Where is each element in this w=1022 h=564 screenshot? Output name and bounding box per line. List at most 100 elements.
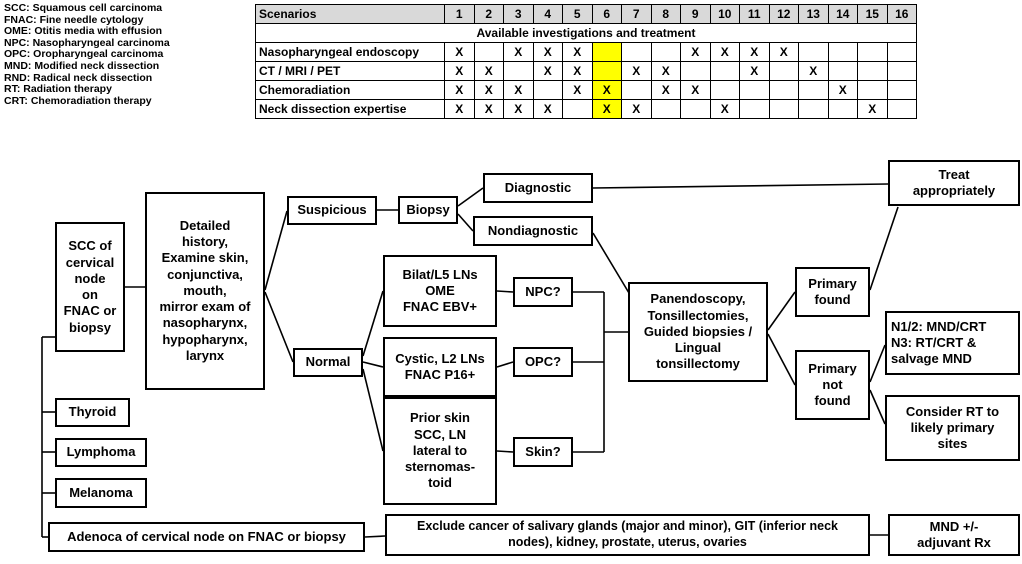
scenario-cell <box>886 99 917 119</box>
node-scc-cervical-node: SCC of cervical node on FNAC or biopsy <box>55 222 125 352</box>
scenario-cell: X <box>709 42 740 62</box>
scenario-cell <box>503 61 534 81</box>
scenario-cell: X <box>798 61 829 81</box>
connector-line <box>362 290 384 357</box>
scenario-number: 4 <box>532 4 563 24</box>
available-investigations-label: Available investigations and treatment <box>255 23 917 43</box>
legend-item: CRT: Chemoradiation therapy <box>4 94 152 107</box>
node-melanoma: Melanoma <box>55 478 147 508</box>
scenario-cell <box>886 80 917 100</box>
node-panendoscopy: Panendoscopy, Tonsillectomies, Guided bi… <box>628 282 768 382</box>
connector-line <box>767 291 796 331</box>
scenario-cell: X <box>621 99 652 119</box>
legend-item: NPC: Nasopharyngeal carcinoma <box>4 36 170 49</box>
scenario-cell <box>709 80 740 100</box>
scenario-cell: X <box>739 42 770 62</box>
scenario-number: 9 <box>680 4 711 24</box>
scenario-number: 13 <box>798 4 829 24</box>
scenario-number: 6 <box>591 4 622 24</box>
node-primary-not-found: Primary not found <box>795 350 870 420</box>
connector-line <box>264 291 294 363</box>
scenario-cell: X <box>503 80 534 100</box>
scenario-cell <box>591 42 622 62</box>
scenario-cell <box>798 99 829 119</box>
node-detailed-history: Detailed history, Examine skin, conjunct… <box>145 192 265 390</box>
connector-line <box>364 535 386 538</box>
node-normal: Normal <box>293 348 363 377</box>
connector-line <box>767 333 796 386</box>
scenario-cell <box>739 99 770 119</box>
connector-line <box>869 389 886 425</box>
connector-line <box>496 450 514 453</box>
connector-line <box>869 206 899 291</box>
node-treat-appropriately: Treat appropriately <box>888 160 1020 206</box>
scenario-number: 11 <box>739 4 770 24</box>
connector-line <box>496 361 514 368</box>
scenario-cell <box>827 42 858 62</box>
scenario-cell <box>857 80 888 100</box>
connector-line <box>362 368 384 452</box>
scenario-cell <box>827 99 858 119</box>
connector-line <box>592 232 633 299</box>
scenario-cell: X <box>739 61 770 81</box>
node-thyroid: Thyroid <box>55 398 130 427</box>
scenario-cell <box>798 42 829 62</box>
scenario-cell <box>768 99 799 119</box>
scenario-number: 10 <box>709 4 740 24</box>
legend-item: SCC: Squamous cell carcinoma <box>4 2 163 14</box>
scenario-cell <box>473 42 504 62</box>
scenario-number: 15 <box>857 4 888 24</box>
scenario-cell <box>739 80 770 100</box>
connector-line <box>457 213 474 232</box>
node-nondiagnostic: Nondiagnostic <box>473 216 593 246</box>
scenario-cell <box>680 61 711 81</box>
scenario-cell <box>680 99 711 119</box>
scenario-cell: X <box>709 99 740 119</box>
scenario-cell <box>857 42 888 62</box>
node-cystic-l2-lns: Cystic, L2 LNs FNAC P16+ <box>383 337 497 397</box>
scenario-cell: X <box>562 61 593 81</box>
node-biopsy: Biopsy <box>398 196 458 224</box>
scenario-cell <box>650 42 681 62</box>
scenario-cell: X <box>444 99 475 119</box>
scenario-cell <box>827 61 858 81</box>
scenario-cell <box>562 99 593 119</box>
scenario-number: 8 <box>650 4 681 24</box>
investigation-label: Nasopharyngeal endoscopy <box>255 42 445 62</box>
scenario-cell: X <box>473 99 504 119</box>
node-consider-rt: Consider RT to likely primary sites <box>885 395 1020 461</box>
scenario-cell: X <box>532 42 563 62</box>
node-primary-found: Primary found <box>795 267 870 317</box>
scenario-cell: X <box>621 61 652 81</box>
node-bilat-l5-lns: Bilat/L5 LNs OME FNAC EBV+ <box>383 255 497 327</box>
connector-line <box>496 290 514 293</box>
scenario-cell: X <box>444 42 475 62</box>
scenario-cell <box>621 80 652 100</box>
scenario-cell <box>886 61 917 81</box>
scenario-cell: X <box>680 80 711 100</box>
scenario-cell: X <box>827 80 858 100</box>
scenario-number: 12 <box>768 4 799 24</box>
investigation-label: Chemoradiation <box>255 80 445 100</box>
node-exclude-other-cancers: Exclude cancer of salivary glands (major… <box>385 514 870 556</box>
scenario-cell: X <box>591 80 622 100</box>
scenario-cell: X <box>444 80 475 100</box>
scenario-cell <box>886 42 917 62</box>
connector-line <box>362 361 384 368</box>
node-opc-question: OPC? <box>513 347 573 377</box>
connector-line <box>869 344 886 383</box>
scenario-cell <box>621 42 652 62</box>
scenario-cell: X <box>503 42 534 62</box>
scenario-cell <box>532 80 563 100</box>
scenario-cell: X <box>562 42 593 62</box>
node-adenoca: Adenoca of cervical node on FNAC or biop… <box>48 522 365 552</box>
scenario-number: 16 <box>886 4 917 24</box>
scenario-cell <box>650 99 681 119</box>
